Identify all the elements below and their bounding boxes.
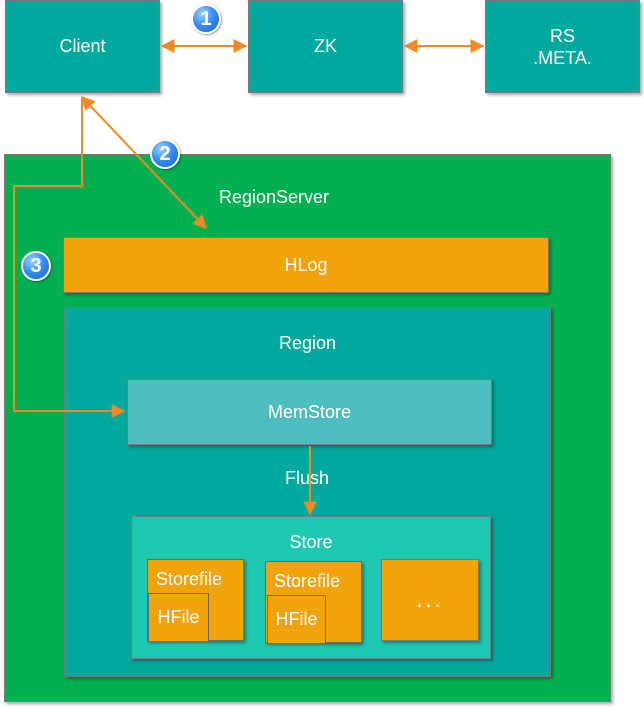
step-3-badge: 3	[21, 251, 51, 281]
rs-meta-label: RS .META.	[533, 25, 592, 68]
more-label: ...	[416, 587, 444, 612]
hfile-label: HFile	[275, 609, 318, 629]
region-title: Region	[278, 333, 337, 353]
hfile-node: HFile	[267, 595, 326, 644]
zk-label: ZK	[313, 36, 337, 56]
store-title: Store	[289, 532, 333, 552]
hfile-node: HFile	[148, 593, 209, 642]
region-server-title: RegionServer	[218, 187, 330, 207]
flush-label: Flush	[284, 468, 329, 488]
rs-meta-node: RS .META.	[485, 0, 640, 93]
step-2-badge: 2	[150, 139, 180, 169]
client-label: Client	[59, 36, 106, 56]
more-storefiles-node: ...	[381, 559, 479, 641]
storefile-label: Storefile	[156, 569, 223, 589]
storefile-label: Storefile	[274, 571, 341, 591]
hlog-node: HLog	[63, 237, 549, 293]
zk-node: ZK	[248, 0, 403, 93]
hlog-label: HLog	[284, 254, 328, 275]
step-1-badge: 1	[191, 4, 221, 34]
client-node: Client	[5, 0, 160, 93]
hfile-label: HFile	[157, 607, 200, 627]
memstore-label: MemStore	[267, 401, 352, 422]
memstore-node: MemStore	[127, 379, 492, 445]
